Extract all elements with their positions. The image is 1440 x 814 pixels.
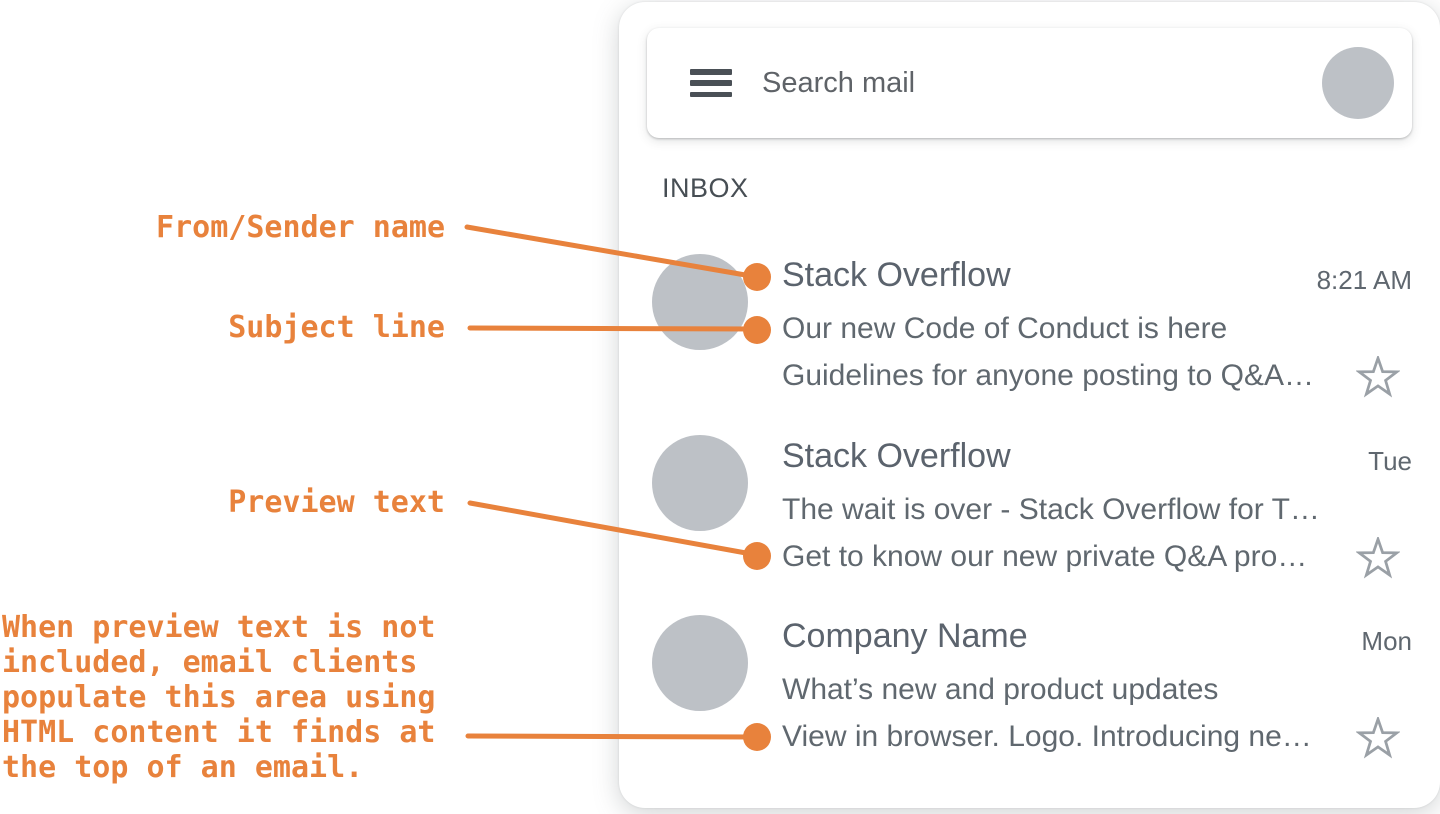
annotation-subject-line: Subject line bbox=[228, 310, 445, 345]
email-row[interactable]: Company Name Mon What’s new and product … bbox=[619, 615, 1440, 765]
profile-avatar[interactable] bbox=[1322, 47, 1394, 119]
email-subject: Our new Code of Conduct is here bbox=[782, 312, 1228, 345]
star-button[interactable] bbox=[1356, 717, 1400, 761]
email-time: Mon bbox=[1361, 626, 1412, 656]
annotation-from-sender: From/Sender name bbox=[156, 210, 445, 245]
inbox-label: INBOX bbox=[662, 173, 749, 203]
menu-button[interactable] bbox=[690, 69, 732, 97]
sender-avatar[interactable] bbox=[652, 435, 748, 531]
star-button[interactable] bbox=[1356, 537, 1400, 581]
sender-avatar[interactable] bbox=[652, 615, 748, 711]
email-sender: Stack Overflow bbox=[782, 437, 1011, 475]
annotation-preview-text: Preview text bbox=[228, 485, 445, 520]
email-row[interactable]: Stack Overflow Tue The wait is over - St… bbox=[619, 435, 1440, 585]
sender-avatar[interactable] bbox=[652, 254, 748, 350]
email-preview: View in browser. Logo. Introducing ne… bbox=[782, 720, 1312, 753]
email-time: Tue bbox=[1368, 446, 1412, 476]
email-subject: What’s new and product updates bbox=[782, 673, 1219, 706]
email-time: 8:21 AM bbox=[1316, 265, 1412, 295]
star-icon bbox=[1356, 537, 1400, 579]
star-icon bbox=[1356, 356, 1400, 398]
email-preview: Get to know our new private Q&A pro… bbox=[782, 540, 1308, 573]
search-bar[interactable] bbox=[647, 28, 1412, 138]
email-sender: Stack Overflow bbox=[782, 256, 1011, 294]
email-client-card: INBOX Stack Overflow 8:21 AM Our new Cod… bbox=[619, 2, 1440, 808]
email-subject: The wait is over - Stack Overflow for T… bbox=[782, 493, 1320, 526]
menu-icon-bar bbox=[690, 91, 732, 97]
email-row[interactable]: Stack Overflow 8:21 AM Our new Code of C… bbox=[619, 254, 1440, 404]
menu-icon-bar bbox=[690, 69, 732, 75]
star-button[interactable] bbox=[1356, 356, 1400, 400]
star-icon bbox=[1356, 717, 1400, 759]
menu-icon-bar bbox=[690, 80, 732, 86]
email-sender: Company Name bbox=[782, 617, 1028, 655]
annotation-note: When preview text is not included, email… bbox=[2, 610, 436, 785]
search-input[interactable] bbox=[762, 66, 1412, 100]
email-preview: Guidelines for anyone posting to Q&A… bbox=[782, 359, 1314, 392]
